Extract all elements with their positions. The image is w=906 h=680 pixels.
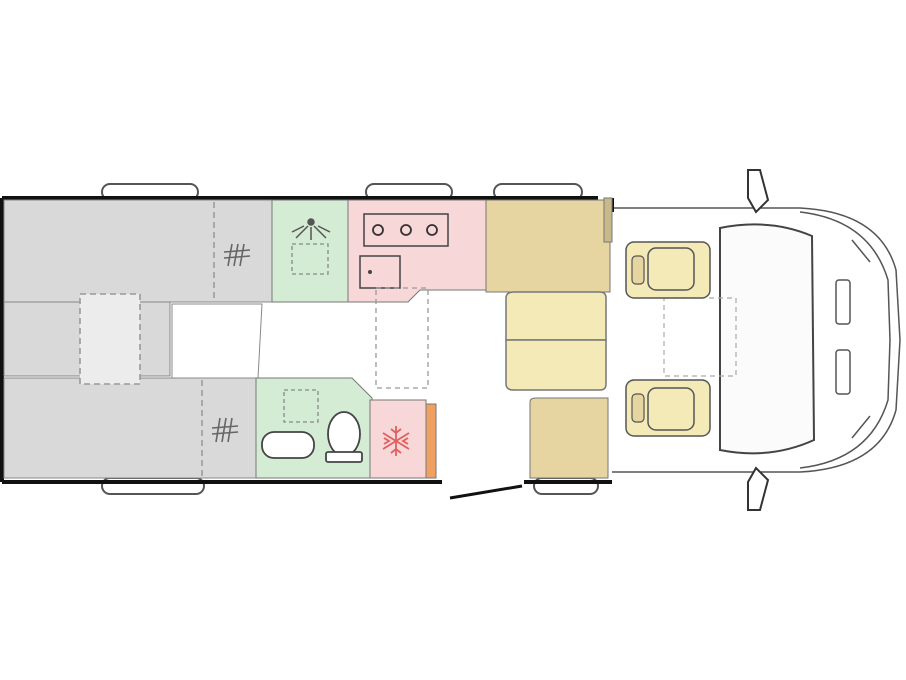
shower-tray-dashed [291,243,329,275]
kitchen-table-dashed [375,287,429,389]
bed-right [3,377,257,479]
bed-left [3,199,273,303]
burner-2 [400,224,412,236]
sink-drain [368,270,372,274]
dinette [485,197,613,479]
bed-center-extension [3,293,263,385]
passenger-seat[interactable] [625,379,711,437]
hob-burners-icon [363,213,449,247]
cab-inner-line [799,211,891,469]
dinette-table-bottom[interactable] [505,339,607,391]
mirror-left [747,169,770,214]
passenger-seat-armrest [631,393,645,423]
snowflake-icon [382,426,410,456]
vehicle-cab [612,207,901,473]
driver-seat[interactable] [625,241,711,299]
shower-head-icon [291,218,331,240]
bench-bottom [529,397,609,479]
driver-seat-cushion [647,247,695,291]
bed-center-dashed [79,293,141,385]
dashboard-vent-1 [835,279,851,325]
windshield [719,223,816,455]
shower-area [271,199,349,303]
cab-seats [625,241,737,437]
shower [271,199,349,303]
toilet-icon [325,411,363,463]
side-mirrors [747,169,770,511]
cab-outline [612,207,901,473]
bench-top [485,199,611,293]
mirror-right [747,466,770,511]
exterior-walls [0,196,614,484]
entry-door[interactable] [449,484,523,500]
aisle-outline [171,303,263,379]
dashboard-vent-2 [835,349,851,395]
washbasin-icon [261,431,315,459]
washroom-dashed-cabinet [283,389,319,423]
washroom [255,377,373,479]
passenger-seat-cushion [647,387,695,431]
bed-slats-icon [211,417,239,443]
burner-3 [426,224,438,236]
dinette-table-top[interactable] [505,291,607,341]
cab-grille [851,239,871,439]
bed-slats-icon [223,243,251,267]
kitchen [347,199,487,389]
driver-seat-armrest [631,255,645,285]
bench-top-back [603,197,613,243]
burner-1 [372,224,384,236]
fridge-door-accent [425,403,437,479]
fridge [369,399,437,479]
